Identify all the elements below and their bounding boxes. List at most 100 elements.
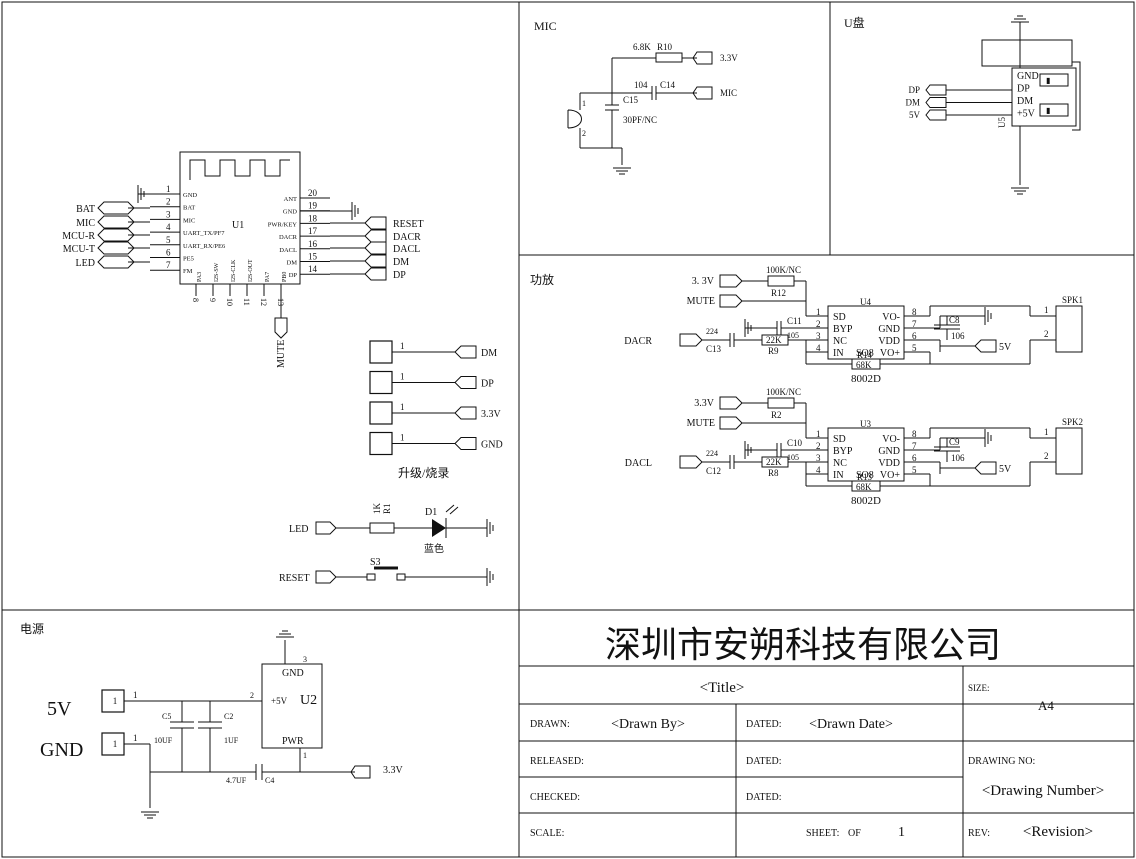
- reset-circuit: RESET S3: [279, 557, 494, 587]
- header-pin: [369, 370, 393, 395]
- pin-number: 5: [166, 235, 171, 245]
- resistor-ref: R2: [771, 410, 782, 420]
- c15-ref: C15: [623, 95, 639, 105]
- microphone-icon: [567, 109, 582, 129]
- pin-name: DM: [287, 260, 298, 267]
- net-flag: [97, 241, 135, 255]
- pin-name: PE5: [183, 256, 194, 263]
- pin-name: NC: [833, 458, 847, 469]
- svg-text:DRAWING NO:: DRAWING NO:: [968, 756, 1035, 767]
- pin-name: IN: [833, 348, 844, 359]
- cap-ref: C13: [706, 344, 722, 354]
- net-label: 3.3V: [694, 398, 715, 409]
- speaker-connector: [1055, 305, 1083, 353]
- chip-ref: U4: [860, 297, 871, 307]
- net-flag: [925, 84, 947, 96]
- svg-text:OF: OF: [848, 828, 861, 839]
- net-label: MCU-T: [63, 244, 95, 255]
- diode-icon: [432, 519, 446, 537]
- drawn-date: <Drawn Date>: [809, 717, 893, 732]
- u1-ref: U1: [232, 220, 244, 231]
- net-label: 5V: [909, 110, 921, 120]
- u1-left-pins: 1GND2BAT3MIC4UART_TX/PF75UART_RX/PE66PE5…: [150, 184, 226, 275]
- pin-name: VO+: [880, 470, 900, 481]
- mic-pin2: 2: [582, 129, 586, 138]
- pin-number: 1: [1044, 427, 1049, 437]
- u1-mute-net: MUTE: [276, 340, 287, 368]
- drawn-by: <Drawn By>: [611, 717, 685, 732]
- svg-text:SIZE:: SIZE:: [968, 683, 990, 693]
- net-flag: [274, 317, 288, 339]
- pin-number: 3: [816, 331, 821, 341]
- svg-text:CHECKED:: CHECKED:: [530, 792, 580, 803]
- pin-number: 8: [912, 307, 917, 317]
- pin-number: 2: [1044, 329, 1049, 339]
- ground-symbol: [140, 811, 160, 819]
- net-label: DM: [905, 98, 920, 108]
- resistor-value: 68K: [856, 360, 872, 370]
- pin-number: 3: [166, 209, 171, 219]
- pin-number: 18: [308, 213, 318, 223]
- svg-text:PWR: PWR: [282, 736, 304, 747]
- net-flag: [97, 201, 135, 215]
- net-flag: [719, 294, 743, 308]
- svg-text:1: 1: [303, 751, 307, 760]
- pin-name: NC: [833, 336, 847, 347]
- pin-name: SD: [833, 434, 846, 445]
- d1-color: 蓝色: [424, 542, 444, 555]
- pin-number: 16: [308, 239, 318, 249]
- part-number: 8002D: [851, 373, 881, 385]
- ground-symbol: [1010, 15, 1030, 23]
- pin-name: UART_RX/PE6: [183, 243, 226, 250]
- r10-ref: R10: [657, 42, 673, 52]
- pin-name: GND: [283, 209, 297, 216]
- pin-number: 6: [912, 331, 917, 341]
- pin-number: 7: [166, 260, 171, 270]
- svg-text:1UF: 1UF: [224, 736, 239, 745]
- pin-name: UART_TX/PF7: [183, 230, 225, 237]
- resistor-value: 22K: [766, 457, 782, 467]
- net-flag: [719, 416, 743, 430]
- cap-ref: C12: [706, 466, 721, 476]
- section-label-power: 电源: [20, 622, 44, 636]
- pin-number: 5: [912, 343, 917, 353]
- resistor-ref: R14: [857, 350, 873, 360]
- power-net-33v: 3.3V: [383, 765, 404, 776]
- pin-name: PB0: [282, 272, 288, 282]
- cap-ref: C8: [949, 315, 960, 325]
- pin-number: 1: [400, 433, 405, 443]
- drawing-number: <Drawing Number>: [982, 783, 1104, 799]
- pin-number: 10: [225, 298, 234, 306]
- pin-number: 1: [816, 429, 821, 439]
- title-block: 深圳市安朔科技有限公司 <Title> SIZE: A4 DRAWN: <Dra…: [519, 625, 1134, 857]
- cap-value: 106: [951, 331, 965, 341]
- pin-number: 6: [166, 248, 171, 258]
- net-label: MUTE: [687, 418, 715, 429]
- pin-number: 1: [400, 372, 405, 382]
- mic-pin1: 1: [582, 99, 586, 108]
- pin-number: 4: [816, 465, 821, 475]
- cap-ref: C9: [949, 437, 960, 447]
- pin-name: FM: [183, 268, 193, 275]
- pin-number: 4: [816, 343, 821, 353]
- pin-number: 20: [308, 188, 318, 198]
- pin-name: I2S-OUT: [248, 259, 254, 282]
- svg-text:C5: C5: [162, 712, 171, 721]
- pin-name: BAT: [183, 205, 195, 212]
- pin-number: 1: [400, 402, 405, 412]
- section-label-mic: MIC: [534, 19, 557, 33]
- net-label: 3. 3V: [692, 276, 715, 287]
- pin-name: DACL: [279, 247, 297, 254]
- ground-symbol: [984, 428, 992, 448]
- net-flag: [97, 215, 135, 229]
- net-label: DACR: [393, 232, 421, 243]
- resistor: [767, 275, 795, 287]
- led-circuit: LED 1K R1 D1 蓝色: [289, 503, 494, 555]
- cap-value: 106: [951, 453, 965, 463]
- u2-ref: U2: [300, 693, 317, 708]
- cap-value: 105: [787, 453, 799, 462]
- power-in-gnd: GND: [40, 739, 83, 761]
